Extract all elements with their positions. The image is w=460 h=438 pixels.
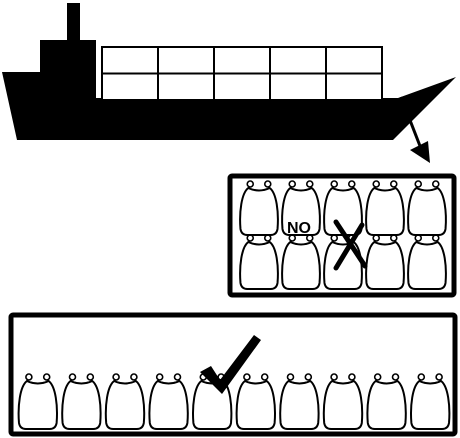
ship-icon <box>2 3 456 140</box>
container <box>101 72 159 101</box>
bulk-bag-icon <box>239 180 279 236</box>
bulk-bag-icon <box>365 234 405 290</box>
bulk-bag-icon <box>61 373 102 430</box>
checkmark-icon <box>200 335 261 394</box>
container-stack <box>101 46 383 101</box>
top-bag-stack <box>239 180 447 290</box>
container <box>269 46 327 75</box>
bulk-bag-icon <box>281 234 321 290</box>
ship-deckhouse <box>40 40 96 100</box>
ship-hull <box>2 72 456 140</box>
bulk-bag-icon <box>407 180 447 236</box>
bulk-bag-icon <box>407 234 447 290</box>
bulk-bag-icon <box>17 373 58 430</box>
container <box>101 46 159 75</box>
bulk-bag-icon <box>366 373 407 430</box>
container <box>157 72 215 101</box>
bulk-bag-icon <box>410 373 451 430</box>
container <box>269 72 327 101</box>
container <box>213 46 271 75</box>
bulk-bag-icon <box>365 180 405 236</box>
bulk-bag-icon <box>235 373 276 430</box>
container <box>325 46 383 75</box>
down-arrow-icon <box>399 96 430 163</box>
no-label: NO <box>287 220 311 237</box>
bulk-bag-icon <box>239 234 279 290</box>
bulk-bag-icon <box>279 373 320 430</box>
container <box>213 72 271 101</box>
ship-funnel <box>67 3 80 40</box>
cross-icon <box>333 219 368 271</box>
bulk-bag-icon <box>323 180 363 236</box>
bulk-bag-icon <box>322 373 364 430</box>
bulk-bag-icon <box>148 373 189 430</box>
container <box>157 46 215 75</box>
bulk-bag-icon <box>281 180 321 236</box>
container <box>325 72 383 101</box>
bulk-bag-icon <box>104 373 146 430</box>
